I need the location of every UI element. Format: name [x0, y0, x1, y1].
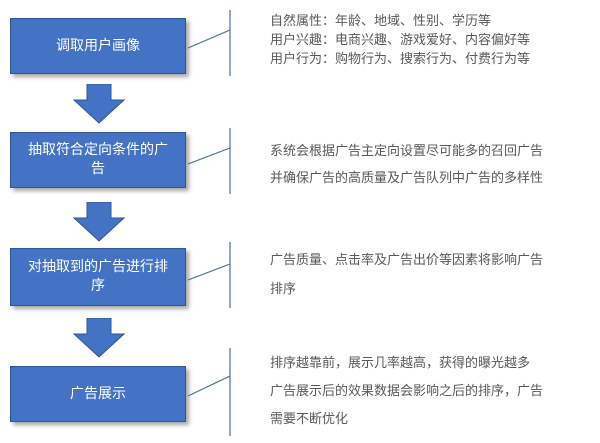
step-box-user-profile: 调取用户画像	[10, 18, 186, 74]
bracket-connector	[188, 348, 231, 436]
desc-line: 需要不断优化	[270, 412, 349, 427]
step-description-rank-ads: 广告质量、点击率及广告出价等因素将影响广告 排序	[270, 246, 596, 304]
step-label: 调取用户画像	[56, 37, 140, 54]
step-label: 对抽取到的广告进行排序	[28, 259, 168, 294]
step-description-ad-display: 排序越靠前，展示几率越高，获得的曝光越多 广告展示后的效果数据会影响之后的排序，…	[270, 350, 596, 434]
desc-line: 广告质量、点击率及广告出价等因素将影响广告	[270, 253, 544, 268]
desc-line: 排序	[270, 282, 297, 297]
step-label: 广告展示	[70, 385, 126, 402]
down-arrow-icon	[72, 84, 126, 124]
desc-line: 系统会根据广告主定向设置尽可能多的召回广告	[270, 144, 544, 159]
bracket-connector	[188, 128, 231, 194]
desc-line: 排序越靠前，展示几率越高，获得的曝光越多	[270, 356, 531, 371]
down-arrow-icon	[72, 318, 126, 358]
step-description-user-profile: 自然属性：年龄、地域、性别、学历等 用户兴趣：电商兴趣、游戏爱好、内容偏好等 用…	[270, 12, 596, 69]
desc-line: 广告展示后的效果数据会影响之后的排序，广告	[270, 384, 544, 399]
down-arrow-icon	[72, 202, 126, 242]
bracket-connector	[188, 10, 231, 76]
desc-line: 自然属性：年龄、地域、性别、学历等	[270, 14, 492, 29]
step-box-rank-ads: 对抽取到的广告进行排序	[10, 248, 186, 306]
step-description-extract-ads: 系统会根据广告主定向设置尽可能多的召回广告 并确保广告的高质量及广告队列中广告的…	[270, 138, 596, 192]
desc-line: 用户行为：购物行为、搜索行为、付费行为等	[270, 52, 531, 67]
bracket-connector	[188, 242, 231, 308]
desc-line: 并确保广告的高质量及广告队列中广告的多样性	[270, 171, 544, 186]
desc-line: 用户兴趣：电商兴趣、游戏爱好、内容偏好等	[270, 33, 531, 48]
step-box-extract-ads: 抽取符合定向条件的广告	[10, 132, 186, 188]
step-label: 抽取符合定向条件的广告	[28, 142, 168, 177]
step-box-ad-display: 广告展示	[10, 366, 186, 422]
